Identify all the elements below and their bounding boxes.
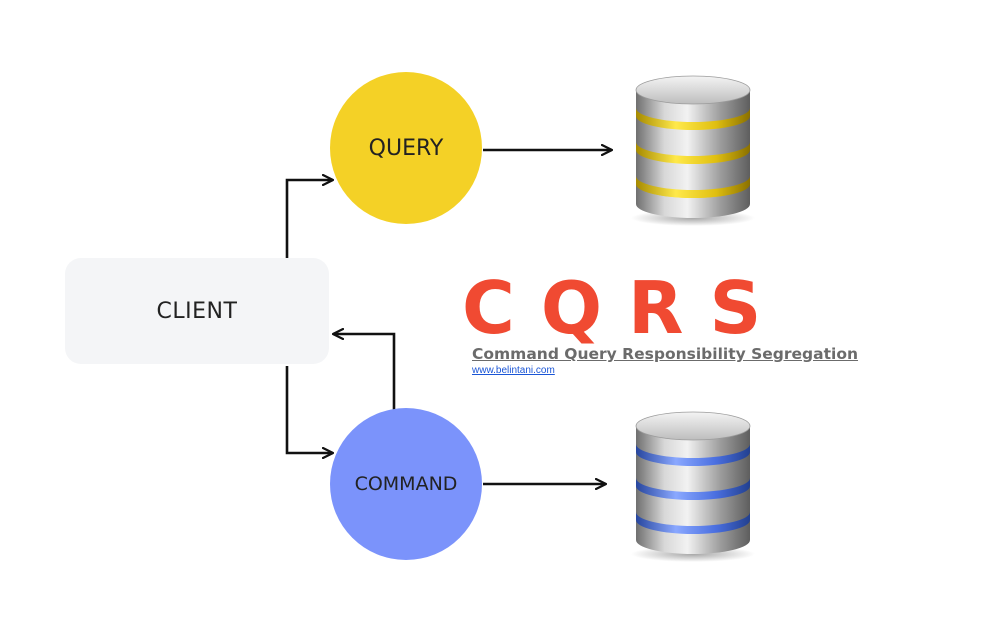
arrow-client-to-query xyxy=(285,180,333,258)
query-label: QUERY xyxy=(368,135,444,161)
arrow-client-to-command xyxy=(285,366,333,453)
command-node: COMMAND xyxy=(330,408,482,560)
cqrs-title: CQRS xyxy=(462,266,788,350)
command-label: COMMAND xyxy=(354,473,458,495)
database-icon xyxy=(631,75,755,226)
client-node: CLIENT xyxy=(65,258,329,364)
query-node: QUERY xyxy=(330,72,482,224)
source-link[interactable]: www.belintani.com xyxy=(472,365,555,376)
client-label: CLIENT xyxy=(156,298,238,324)
database-icon xyxy=(631,411,755,562)
cqrs-subtitle: Command Query Responsibility Segregation xyxy=(472,345,859,363)
arrow-command-to-client xyxy=(333,334,396,410)
